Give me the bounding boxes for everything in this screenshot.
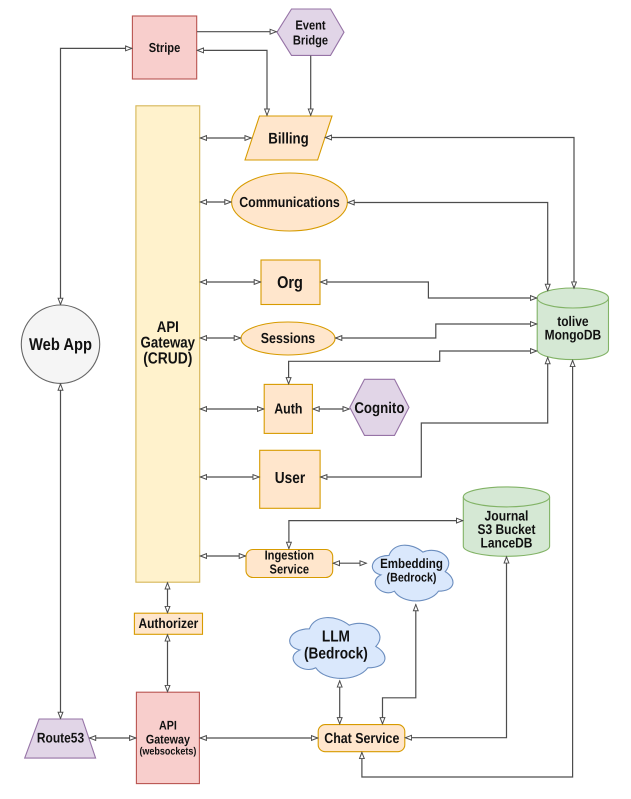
svg-text:Chat Service: Chat Service: [324, 731, 399, 747]
svg-text:Stripe: Stripe: [149, 40, 181, 55]
svg-text:LanceDB: LanceDB: [481, 535, 533, 551]
svg-text:Org: Org: [277, 273, 303, 292]
svg-text:Billing: Billing: [268, 130, 309, 147]
svg-text:(Bedrock): (Bedrock): [304, 645, 368, 662]
svg-text:Web App: Web App: [29, 335, 92, 354]
svg-text:Cognito: Cognito: [354, 400, 404, 417]
svg-text:S3 Bucket: S3 Bucket: [478, 521, 536, 537]
svg-text:Gateway: Gateway: [146, 733, 190, 747]
svg-text:Bridge: Bridge: [293, 32, 328, 47]
svg-text:Gateway: Gateway: [141, 335, 196, 352]
svg-text:Ingestion: Ingestion: [265, 548, 314, 563]
svg-text:Journal: Journal: [485, 508, 529, 524]
svg-text:LLM: LLM: [322, 628, 350, 645]
svg-text:Auth: Auth: [274, 401, 302, 417]
svg-text:API: API: [159, 719, 177, 733]
svg-text:Communications: Communications: [239, 195, 340, 211]
svg-text:API: API: [157, 319, 179, 336]
svg-text:Sessions: Sessions: [261, 331, 315, 347]
svg-text:Event: Event: [295, 17, 326, 32]
svg-text:Embedding: Embedding: [380, 556, 443, 571]
svg-text:Service: Service: [270, 561, 310, 576]
svg-text:(Bedrock): (Bedrock): [387, 571, 437, 585]
svg-text:tolive: tolive: [557, 313, 588, 329]
svg-text:Route53: Route53: [37, 730, 84, 746]
svg-text:Authorizer: Authorizer: [138, 615, 198, 631]
svg-text:User: User: [275, 470, 305, 487]
svg-text:MongoDB: MongoDB: [545, 327, 602, 343]
svg-text:(CRUD): (CRUD): [143, 350, 192, 368]
svg-text:(websockets): (websockets): [139, 746, 196, 758]
